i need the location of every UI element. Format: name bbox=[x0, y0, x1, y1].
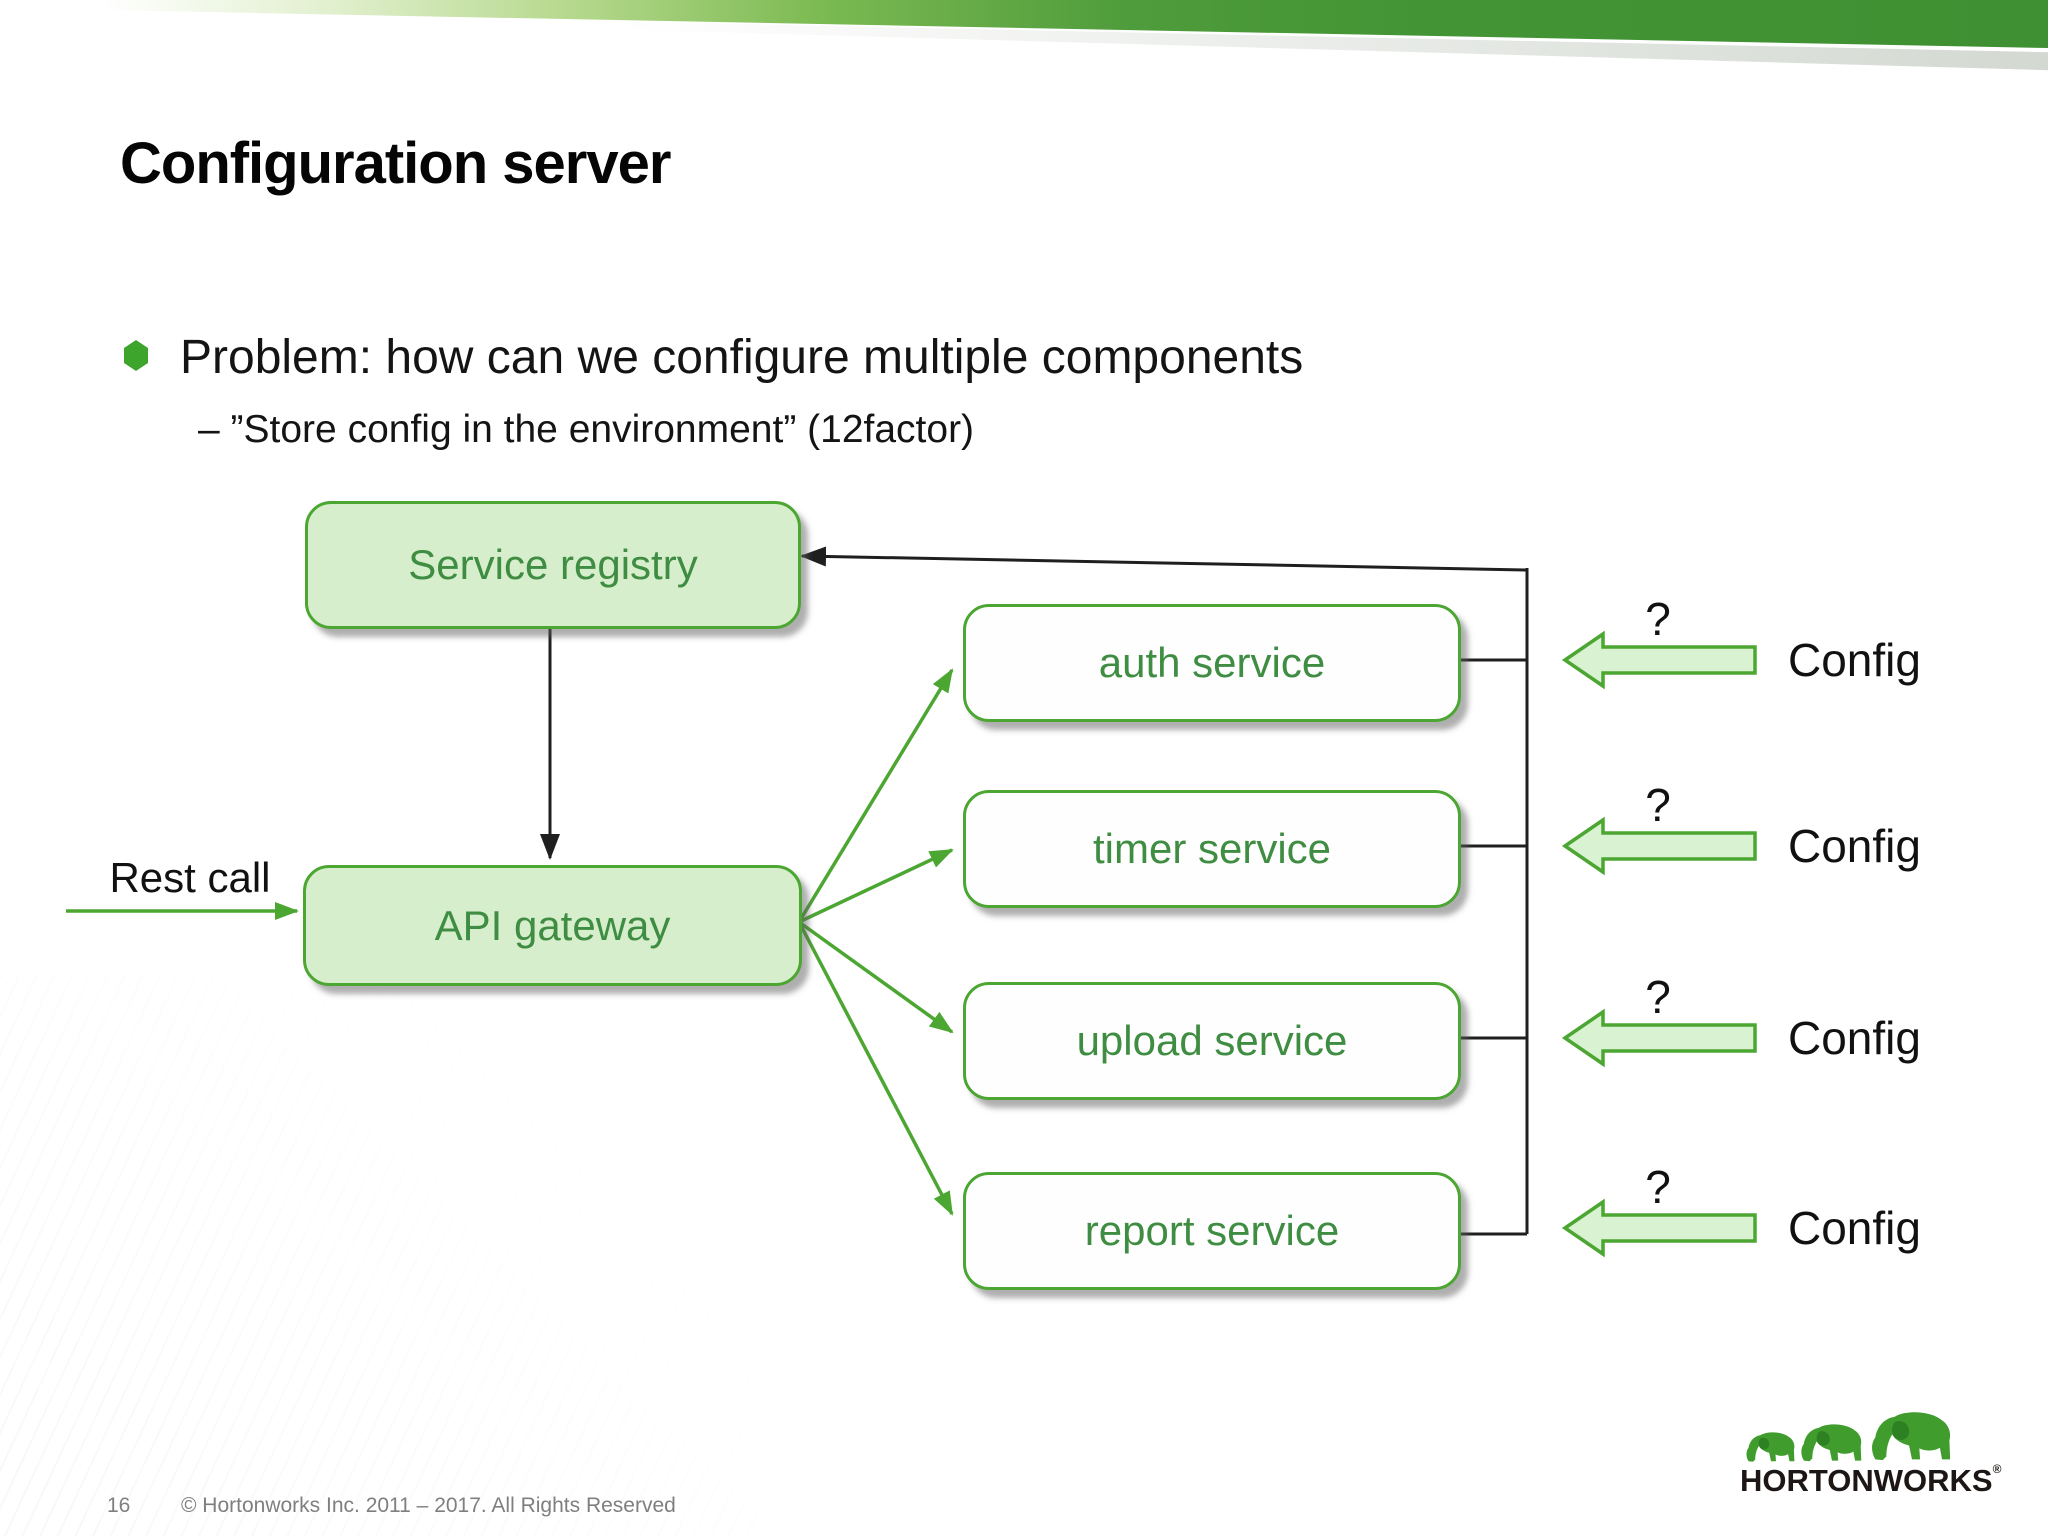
config-label-3: Config bbox=[1788, 1012, 1921, 1064]
auth-service-label: auth service bbox=[1098, 639, 1326, 686]
timer-service-label: timer service bbox=[1092, 825, 1332, 872]
gateway-to-timer-line bbox=[798, 848, 954, 924]
elephant-small-icon bbox=[1746, 1432, 1795, 1462]
gateway-to-auth-line bbox=[797, 668, 954, 923]
config-label-4: Config bbox=[1788, 1202, 1921, 1254]
rest-call-label: Rest call bbox=[109, 854, 271, 901]
question-mark-2: ? bbox=[1645, 779, 1671, 831]
api-gateway-node: API gateway bbox=[303, 865, 802, 986]
report-service-label: report service bbox=[1084, 1207, 1340, 1254]
wordmark-text: HORTONWORKS bbox=[1740, 1463, 1993, 1498]
hortonworks-logo: HORTONWORKS® bbox=[1740, 1406, 2001, 1498]
bus-to-registry-line bbox=[800, 546, 1528, 572]
report-service-node: report service bbox=[963, 1172, 1461, 1290]
config-label-1: Config bbox=[1788, 634, 1921, 686]
copyright-text: © Hortonworks Inc. 2011 – 2017. All Righ… bbox=[181, 1494, 676, 1517]
config-block-arrows bbox=[1561, 630, 1757, 1258]
config-arrow-1 bbox=[1561, 630, 1757, 690]
background-texture bbox=[0, 976, 760, 1536]
question-mark-4: ? bbox=[1645, 1161, 1671, 1213]
hortonworks-wordmark: HORTONWORKS® bbox=[1740, 1462, 2001, 1499]
upload-service-label: upload service bbox=[1076, 1017, 1348, 1064]
upload-service-node: upload service bbox=[963, 982, 1461, 1100]
timer-service-node: timer service bbox=[963, 790, 1461, 908]
config-arrow-2 bbox=[1561, 816, 1757, 876]
gateway-to-upload-line bbox=[797, 920, 954, 1034]
registered-mark: ® bbox=[1992, 1462, 2002, 1476]
slide-title: Configuration server bbox=[120, 131, 671, 196]
page-number: 16 bbox=[107, 1494, 131, 1517]
bullet-text: Problem: how can we configure multiple c… bbox=[180, 331, 1304, 384]
gateway-to-report-line bbox=[797, 921, 954, 1216]
config-label-2: Config bbox=[1788, 820, 1921, 872]
elephant-large-icon bbox=[1872, 1412, 1951, 1461]
auth-service-node: auth service bbox=[963, 604, 1461, 722]
question-mark-3: ? bbox=[1645, 971, 1671, 1023]
elephants-icon bbox=[1742, 1406, 1962, 1464]
question-mark-1: ? bbox=[1645, 593, 1671, 645]
service-registry-label: Service registry bbox=[408, 541, 698, 588]
sub-bullet-text: – ”Store config in the environment” (12f… bbox=[198, 408, 975, 451]
config-arrow-4 bbox=[1561, 1198, 1757, 1258]
api-gateway-label: API gateway bbox=[434, 901, 671, 949]
config-arrow-3 bbox=[1561, 1008, 1757, 1068]
elephant-medium-icon bbox=[1801, 1424, 1862, 1462]
service-registry-node: Service registry bbox=[305, 501, 801, 629]
